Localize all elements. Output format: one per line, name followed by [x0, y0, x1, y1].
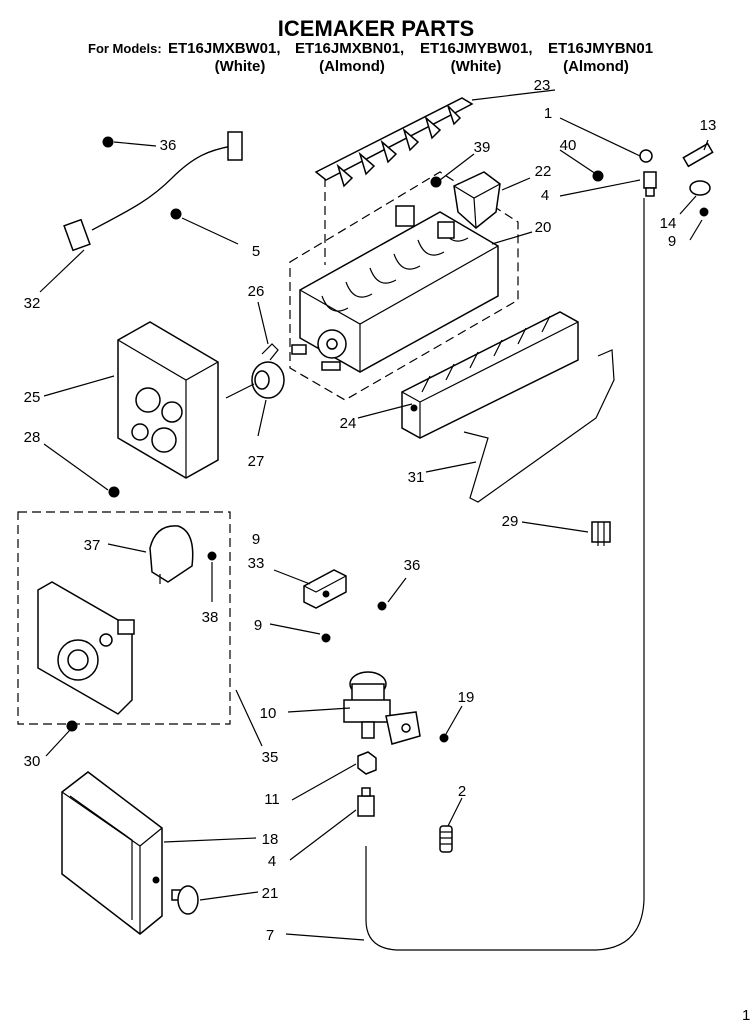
- callout-number: 14: [660, 215, 677, 232]
- callout-number: 28: [24, 429, 41, 446]
- callout-number: 35: [262, 749, 279, 766]
- callout-number: 36: [160, 137, 177, 154]
- nut-part: [639, 149, 653, 163]
- callout-number: 13: [700, 117, 717, 134]
- callout-number: 5: [252, 243, 260, 260]
- screw-part: [321, 633, 331, 643]
- model-color: (White): [451, 58, 502, 75]
- baffle-part: [591, 521, 611, 546]
- screw-part: [102, 136, 114, 148]
- callout-number: 18: [262, 831, 279, 848]
- knob-part: [171, 885, 199, 915]
- model-number: ET16JMYBW01,: [420, 40, 533, 57]
- mounting-plate-part: [37, 581, 135, 715]
- mold-assembly-boundary: [289, 171, 519, 401]
- front-cover-part: [61, 771, 163, 935]
- ejector-blade-part: [314, 97, 474, 188]
- screw-part: [410, 404, 418, 412]
- callout-number: 10: [260, 705, 277, 722]
- motor-module-boundary: [17, 511, 231, 725]
- spring-part: [439, 825, 453, 853]
- callout-number: 26: [248, 283, 265, 300]
- callout-number: 40: [560, 137, 577, 154]
- screw-part: [207, 551, 217, 561]
- shut-off-arm-part: [463, 349, 615, 503]
- stripper-part: [401, 311, 579, 439]
- models-prefix: For Models:: [88, 41, 162, 56]
- callout-number: 38: [202, 609, 219, 626]
- screw-part: [108, 486, 120, 498]
- callout-number: 31: [408, 469, 425, 486]
- water-tube-part: [365, 198, 645, 951]
- callout-number: 22: [535, 163, 552, 180]
- screw-part: [170, 208, 182, 220]
- callout-number: 29: [502, 513, 519, 530]
- callout-number: 9: [254, 617, 262, 634]
- callout-number: 9: [668, 233, 676, 250]
- model-color: (White): [215, 58, 266, 75]
- model-number: ET16JMYBN01: [548, 40, 653, 57]
- screw-part: [439, 733, 449, 743]
- callout-number: 19: [458, 689, 475, 706]
- callout-labels: 1244579991011131418192021222324252627282…: [24, 77, 717, 944]
- motor-part: [149, 525, 194, 584]
- fitting-part: [357, 787, 375, 817]
- callout-number: 32: [24, 295, 41, 312]
- callout-number: 2: [458, 783, 466, 800]
- leader-lines: [39, 89, 709, 941]
- clamp-part: [689, 180, 711, 196]
- fitting-part: [643, 171, 657, 197]
- callout-number: 33: [248, 555, 265, 572]
- screw-part: [699, 207, 709, 217]
- bracket-part: [303, 569, 347, 609]
- footer-mark: 1: [742, 1007, 750, 1024]
- callout-number: 7: [266, 927, 274, 944]
- screw-part: [682, 142, 714, 168]
- model-number: ET16JMXBW01,: [168, 40, 281, 57]
- model-color: (Almond): [319, 58, 385, 75]
- callout-number: 27: [248, 453, 265, 470]
- callout-number: 25: [24, 389, 41, 406]
- screw-part: [66, 720, 78, 732]
- callout-number: 24: [340, 415, 357, 432]
- screw-part: [430, 176, 442, 188]
- callout-number: 23: [534, 77, 551, 94]
- diagram-title: ICEMAKER PARTS: [278, 16, 474, 41]
- callout-number: 21: [262, 885, 279, 902]
- callout-number: 11: [264, 791, 280, 808]
- callout-number: 20: [535, 219, 552, 236]
- callout-number: 9: [252, 531, 260, 548]
- clip-part: [261, 343, 279, 361]
- callout-number: 4: [268, 853, 276, 870]
- water-valve-part: [343, 671, 421, 745]
- callout-number: 37: [84, 537, 101, 554]
- callout-number: 1: [544, 105, 552, 122]
- module-cover-part: [117, 321, 219, 479]
- screw-part: [377, 601, 387, 611]
- nut-part: [357, 751, 377, 775]
- callout-number: 39: [474, 139, 491, 156]
- wire-harness-part: [63, 131, 243, 252]
- fill-cup-part: [453, 171, 501, 229]
- ice-mold-part: [291, 205, 499, 373]
- callout-number: 4: [541, 187, 549, 204]
- callout-number: 36: [404, 557, 421, 574]
- callout-number: 30: [24, 753, 41, 770]
- model-number: ET16JMXBN01,: [295, 40, 404, 57]
- thermostat-part: [225, 361, 285, 399]
- model-color: (Almond): [563, 58, 629, 75]
